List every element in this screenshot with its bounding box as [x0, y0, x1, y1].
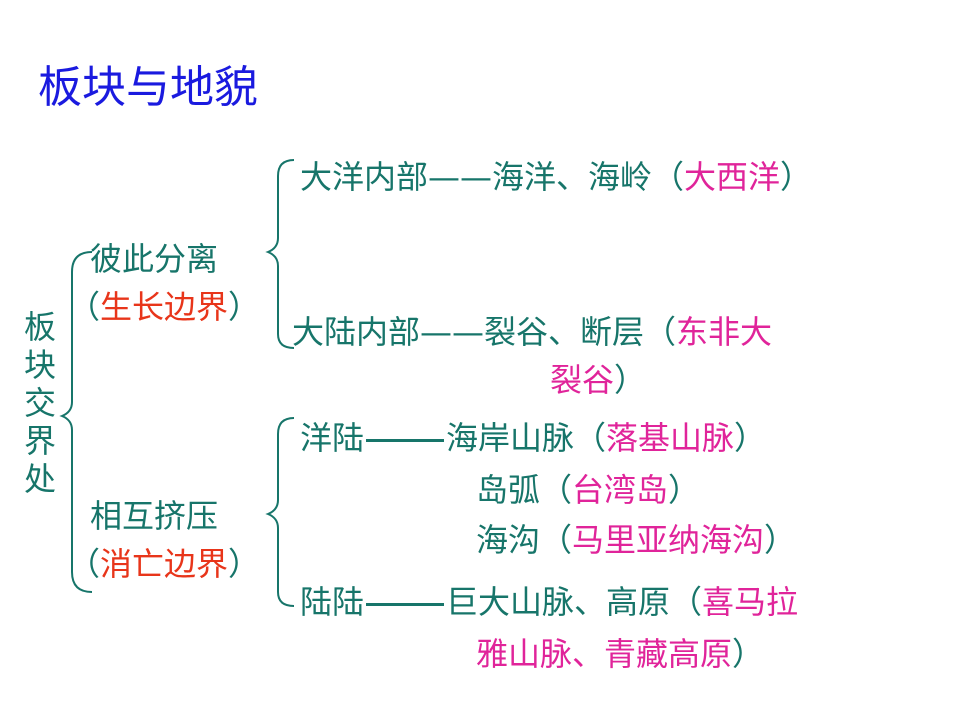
continent-continent-cont: 雅山脉、青藏高原）: [476, 635, 765, 673]
connector-line: [366, 438, 445, 442]
ocean-continent-trench: 海沟（马里亚纳海沟）: [476, 521, 797, 559]
divergent-label: 彼此分离: [90, 240, 219, 278]
divergent-boundary: （生长边界）: [68, 288, 261, 326]
divergent-item-continent: 大陆内部——裂谷、断层（东非大: [292, 313, 773, 351]
root-label: 板块交界处: [24, 308, 57, 498]
divergent-brace: [265, 159, 295, 349]
main-brace: [59, 251, 93, 593]
continent-continent-row: 陆陆巨大山脉、高原（喜马拉: [300, 583, 799, 621]
page-title: 板块与地貌: [38, 62, 258, 113]
convergent-boundary: （消亡边界）: [68, 545, 261, 583]
convergent-label: 相互挤压: [90, 497, 219, 535]
divergent-item-ocean: 大洋内部——海洋、海岭（大西洋）: [300, 158, 813, 196]
divergent-item-continent-cont: 裂谷）: [550, 361, 647, 399]
ocean-continent-row: 洋陆海岸山脉（落基山脉）: [300, 419, 767, 457]
convergent-brace: [265, 417, 295, 607]
ocean-continent-island-arc: 岛弧（台湾岛）: [476, 471, 701, 509]
connector-line: [366, 602, 445, 606]
